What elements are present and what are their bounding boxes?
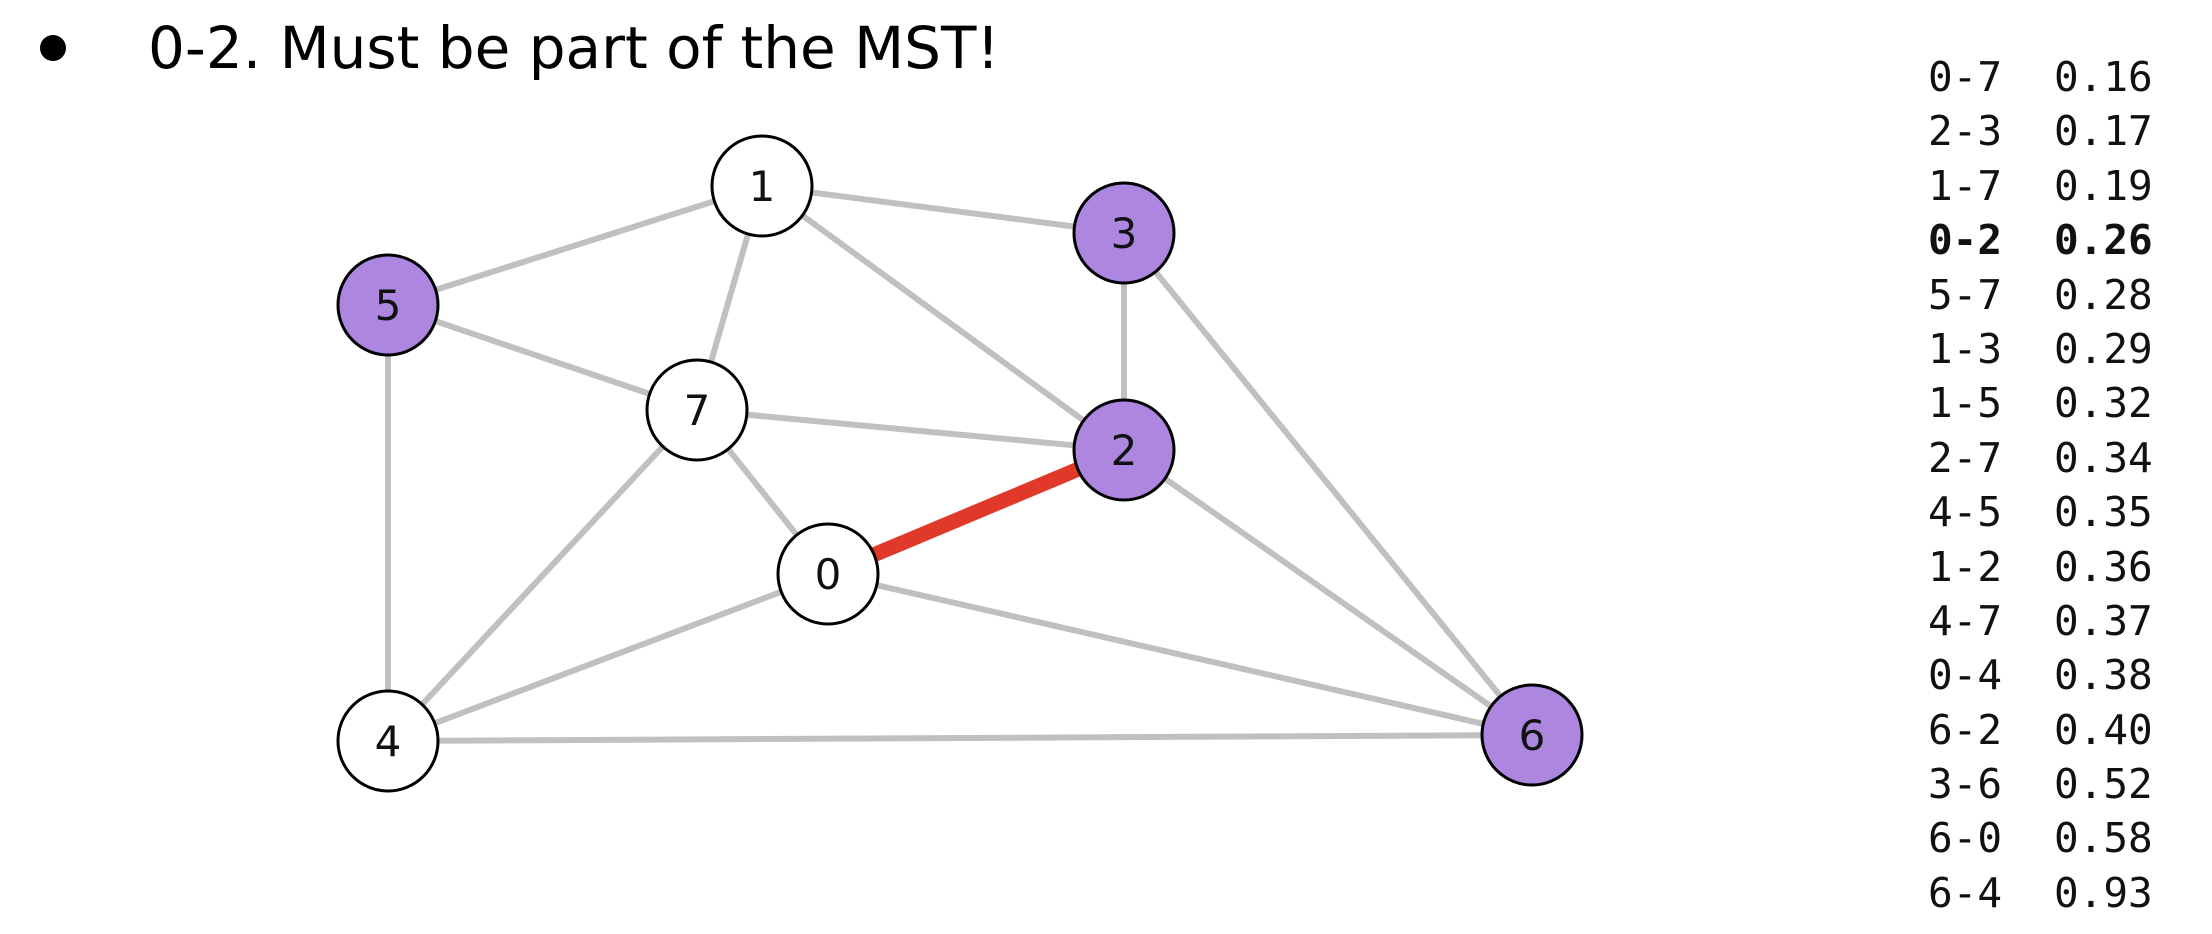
node-circle (1480, 683, 1584, 787)
edge-5-7 (387, 302, 698, 413)
node-circle (710, 134, 814, 238)
nodes-layer: 0 1 2 3 4 5 6 7 (336, 134, 1584, 793)
graph-node-7: 7 (645, 358, 749, 462)
edge-weight: 0.17 (2054, 107, 2153, 156)
edge-6-4 (387, 732, 1533, 744)
edge-6-0 (827, 571, 1533, 738)
edge-weight: 0.58 (2054, 814, 2153, 863)
edge-weight: 0.93 (2054, 868, 2153, 917)
edge-list-row: 4-7 0.37 (1928, 594, 2153, 648)
node-circle (336, 689, 440, 793)
graph-node-6: 6 (1480, 683, 1584, 787)
edge-list-row: 1-5 0.32 (1928, 376, 2153, 430)
edge-list-row: 0-2 0.26 (1928, 213, 2153, 267)
edge-label: 0-7 (1928, 53, 2003, 101)
graph-node-5: 5 (336, 253, 440, 357)
edge-weight: 0.28 (2054, 270, 2153, 319)
node-label: 5 (375, 281, 402, 330)
edge-weight: 0.26 (2054, 216, 2153, 265)
graph-node-4: 4 (336, 689, 440, 793)
edge-label: 2-7 (1928, 433, 2003, 482)
edge-label: 1-2 (1928, 542, 2003, 591)
edge-1-2 (760, 183, 1126, 453)
node-label: 3 (1111, 209, 1138, 258)
edge-1-5 (387, 183, 763, 308)
bullet-text: 0-2. Must be part of the MST! (148, 14, 1000, 82)
node-label: 1 (749, 162, 776, 211)
edge-label: 1-7 (1928, 161, 2003, 210)
edge-label: 4-7 (1928, 596, 2003, 645)
edge-label: 1-5 (1928, 379, 2003, 428)
edge-label: 0-2 (1928, 216, 2003, 265)
graph-node-1: 1 (710, 134, 814, 238)
edge-list-row: 1-2 0.36 (1928, 540, 2153, 594)
graph-node-3: 3 (1072, 181, 1176, 285)
graph-node-2: 2 (1072, 398, 1176, 502)
edge-6-2 (1122, 447, 1534, 738)
edge-weight: 0.16 (2054, 53, 2153, 101)
node-label: 6 (1519, 711, 1546, 760)
edge-list-row: 3-6 0.52 (1928, 757, 2153, 811)
node-circle (776, 522, 880, 626)
edge-list-row: 6-0 0.58 (1928, 811, 2153, 865)
edge-0-2-highlighted (825, 443, 1127, 581)
edge-list-row: 2-7 0.34 (1928, 431, 2153, 485)
edge-list-row: 4-5 0.35 (1928, 485, 2153, 539)
edge-weight: 0.38 (2054, 651, 2153, 700)
node-label: 2 (1111, 426, 1138, 475)
node-circle (1072, 181, 1176, 285)
edge-list-row: 1-7 0.19 (1928, 159, 2153, 213)
edge-weight: 0.40 (2054, 705, 2153, 754)
edge-list-row: 2-3 0.17 (1928, 104, 2153, 158)
node-label: 0 (815, 550, 842, 599)
edge-label: 1-3 (1928, 324, 2003, 373)
edge-4-7 (385, 407, 700, 744)
edge-list-row: 5-7 0.28 (1928, 268, 2153, 322)
edge-label: 3-6 (1928, 760, 2003, 809)
edge-label: 0-4 (1928, 651, 2003, 700)
edge-2-7 (696, 407, 1125, 453)
edge-label: 6-4 (1928, 868, 2003, 917)
edge-weight: 0.52 (2054, 760, 2153, 809)
edge-weight: 0.35 (2054, 488, 2153, 537)
bullet-line: 0-2. Must be part of the MST! (30, 8, 1000, 88)
node-circle (645, 358, 749, 462)
graph-node-0: 0 (776, 522, 880, 626)
edge-weight: 0.37 (2054, 596, 2153, 645)
edge-0-4 (386, 571, 830, 744)
edge-label: 2-3 (1928, 107, 2003, 156)
edge-weight: 0.29 (2054, 324, 2153, 373)
edge-weight-list: 0-7 0.16 2-3 0.17 1-7 0.19 0-2 0.26 5-7 0.28 1-3 0.… (1928, 50, 2153, 920)
edge-list-row: 0-7 0.16 (1928, 50, 2153, 104)
edge-weight: 0.34 (2054, 433, 2153, 482)
edge-label: 5-7 (1928, 270, 2003, 319)
graph-diagram: 0 1 2 3 4 5 6 7 (336, 134, 1584, 793)
edge-label: 6-2 (1928, 705, 2003, 754)
node-label: 4 (375, 717, 402, 766)
edge-weight: 0.32 (2054, 379, 2153, 428)
edge-label: 4-5 (1928, 488, 2003, 537)
edge-1-3 (761, 183, 1125, 236)
edge-list-row: 0-4 0.38 (1928, 648, 2153, 702)
edge-3-6 (1121, 231, 1535, 737)
edge-weight: 0.36 (2054, 542, 2153, 591)
node-circle (336, 253, 440, 357)
node-label: 7 (684, 386, 711, 435)
edge-list-row: 6-4 0.93 (1928, 866, 2153, 920)
edge-weight: 0.19 (2054, 161, 2153, 210)
edge-label: 6-0 (1928, 814, 2003, 863)
edge-list-row: 1-3 0.29 (1928, 322, 2153, 376)
edge-list-row: 6-2 0.40 (1928, 703, 2153, 757)
bullet-icon (40, 35, 66, 61)
edges-layer (385, 183, 1535, 744)
node-circle (1072, 398, 1176, 502)
